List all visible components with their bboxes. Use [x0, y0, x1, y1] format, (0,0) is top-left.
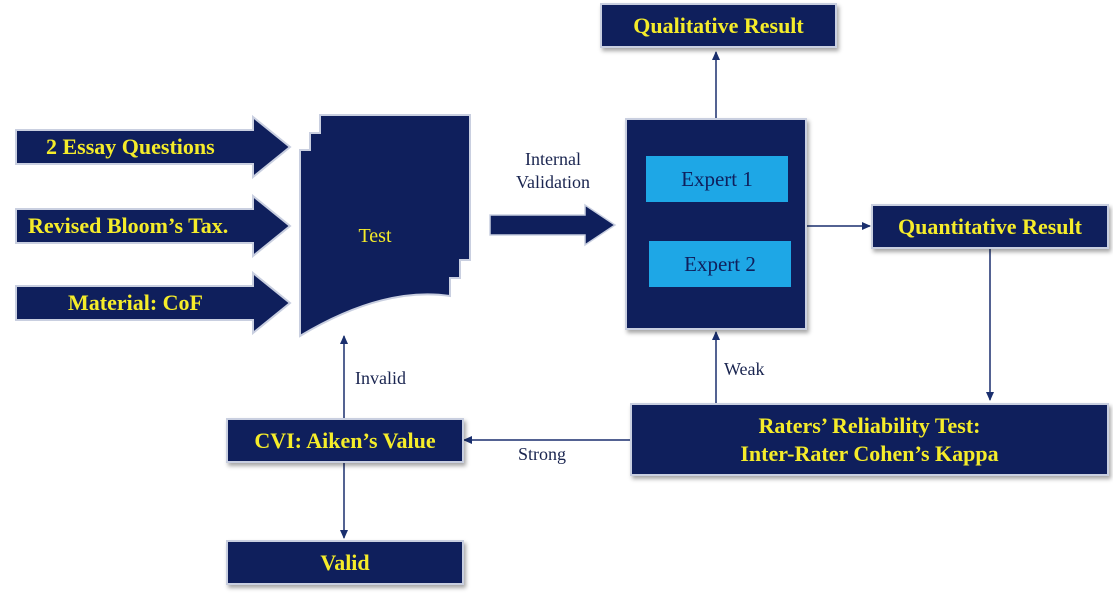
input-material-label: Material: CoF [68, 290, 203, 315]
test-label: Test [358, 225, 392, 247]
input-arrow-essay [15, 114, 292, 180]
qualitative-result-box: Qualitative Result [600, 3, 837, 48]
raters-reliability-test-box: Raters’ Reliability Test: Inter-Rater Co… [630, 403, 1109, 476]
experts-panel: Expert 1 Expert 2 [625, 118, 807, 330]
expert-1-box: Expert 1 [646, 156, 788, 202]
valid-box: Valid [226, 540, 464, 585]
raters-test-line-2: Inter-Rater Cohen’s Kappa [740, 440, 999, 466]
strong-edge-label: Strong [518, 444, 567, 464]
quantitative-result-box: Quantitative Result [871, 204, 1109, 249]
invalid-edge-label: Invalid [355, 368, 406, 388]
input-blooms-taxonomy-label: Revised Bloom’s Tax. [28, 213, 229, 238]
cvi-aikens-value-box: CVI: Aiken’s Value [226, 418, 464, 463]
input-essay-questions-label: 2 Essay Questions [46, 134, 215, 159]
weak-edge-label: Weak [724, 359, 765, 379]
internal-validation-arrow [489, 203, 617, 247]
input-arrow-bloom [15, 193, 292, 259]
internal-validation-label: Internal Validation [516, 149, 590, 193]
test-document-shape [299, 114, 471, 338]
input-arrow-material [15, 270, 292, 336]
expert-2-box: Expert 2 [649, 241, 791, 287]
raters-test-line-1: Raters’ Reliability Test: [758, 413, 981, 438]
